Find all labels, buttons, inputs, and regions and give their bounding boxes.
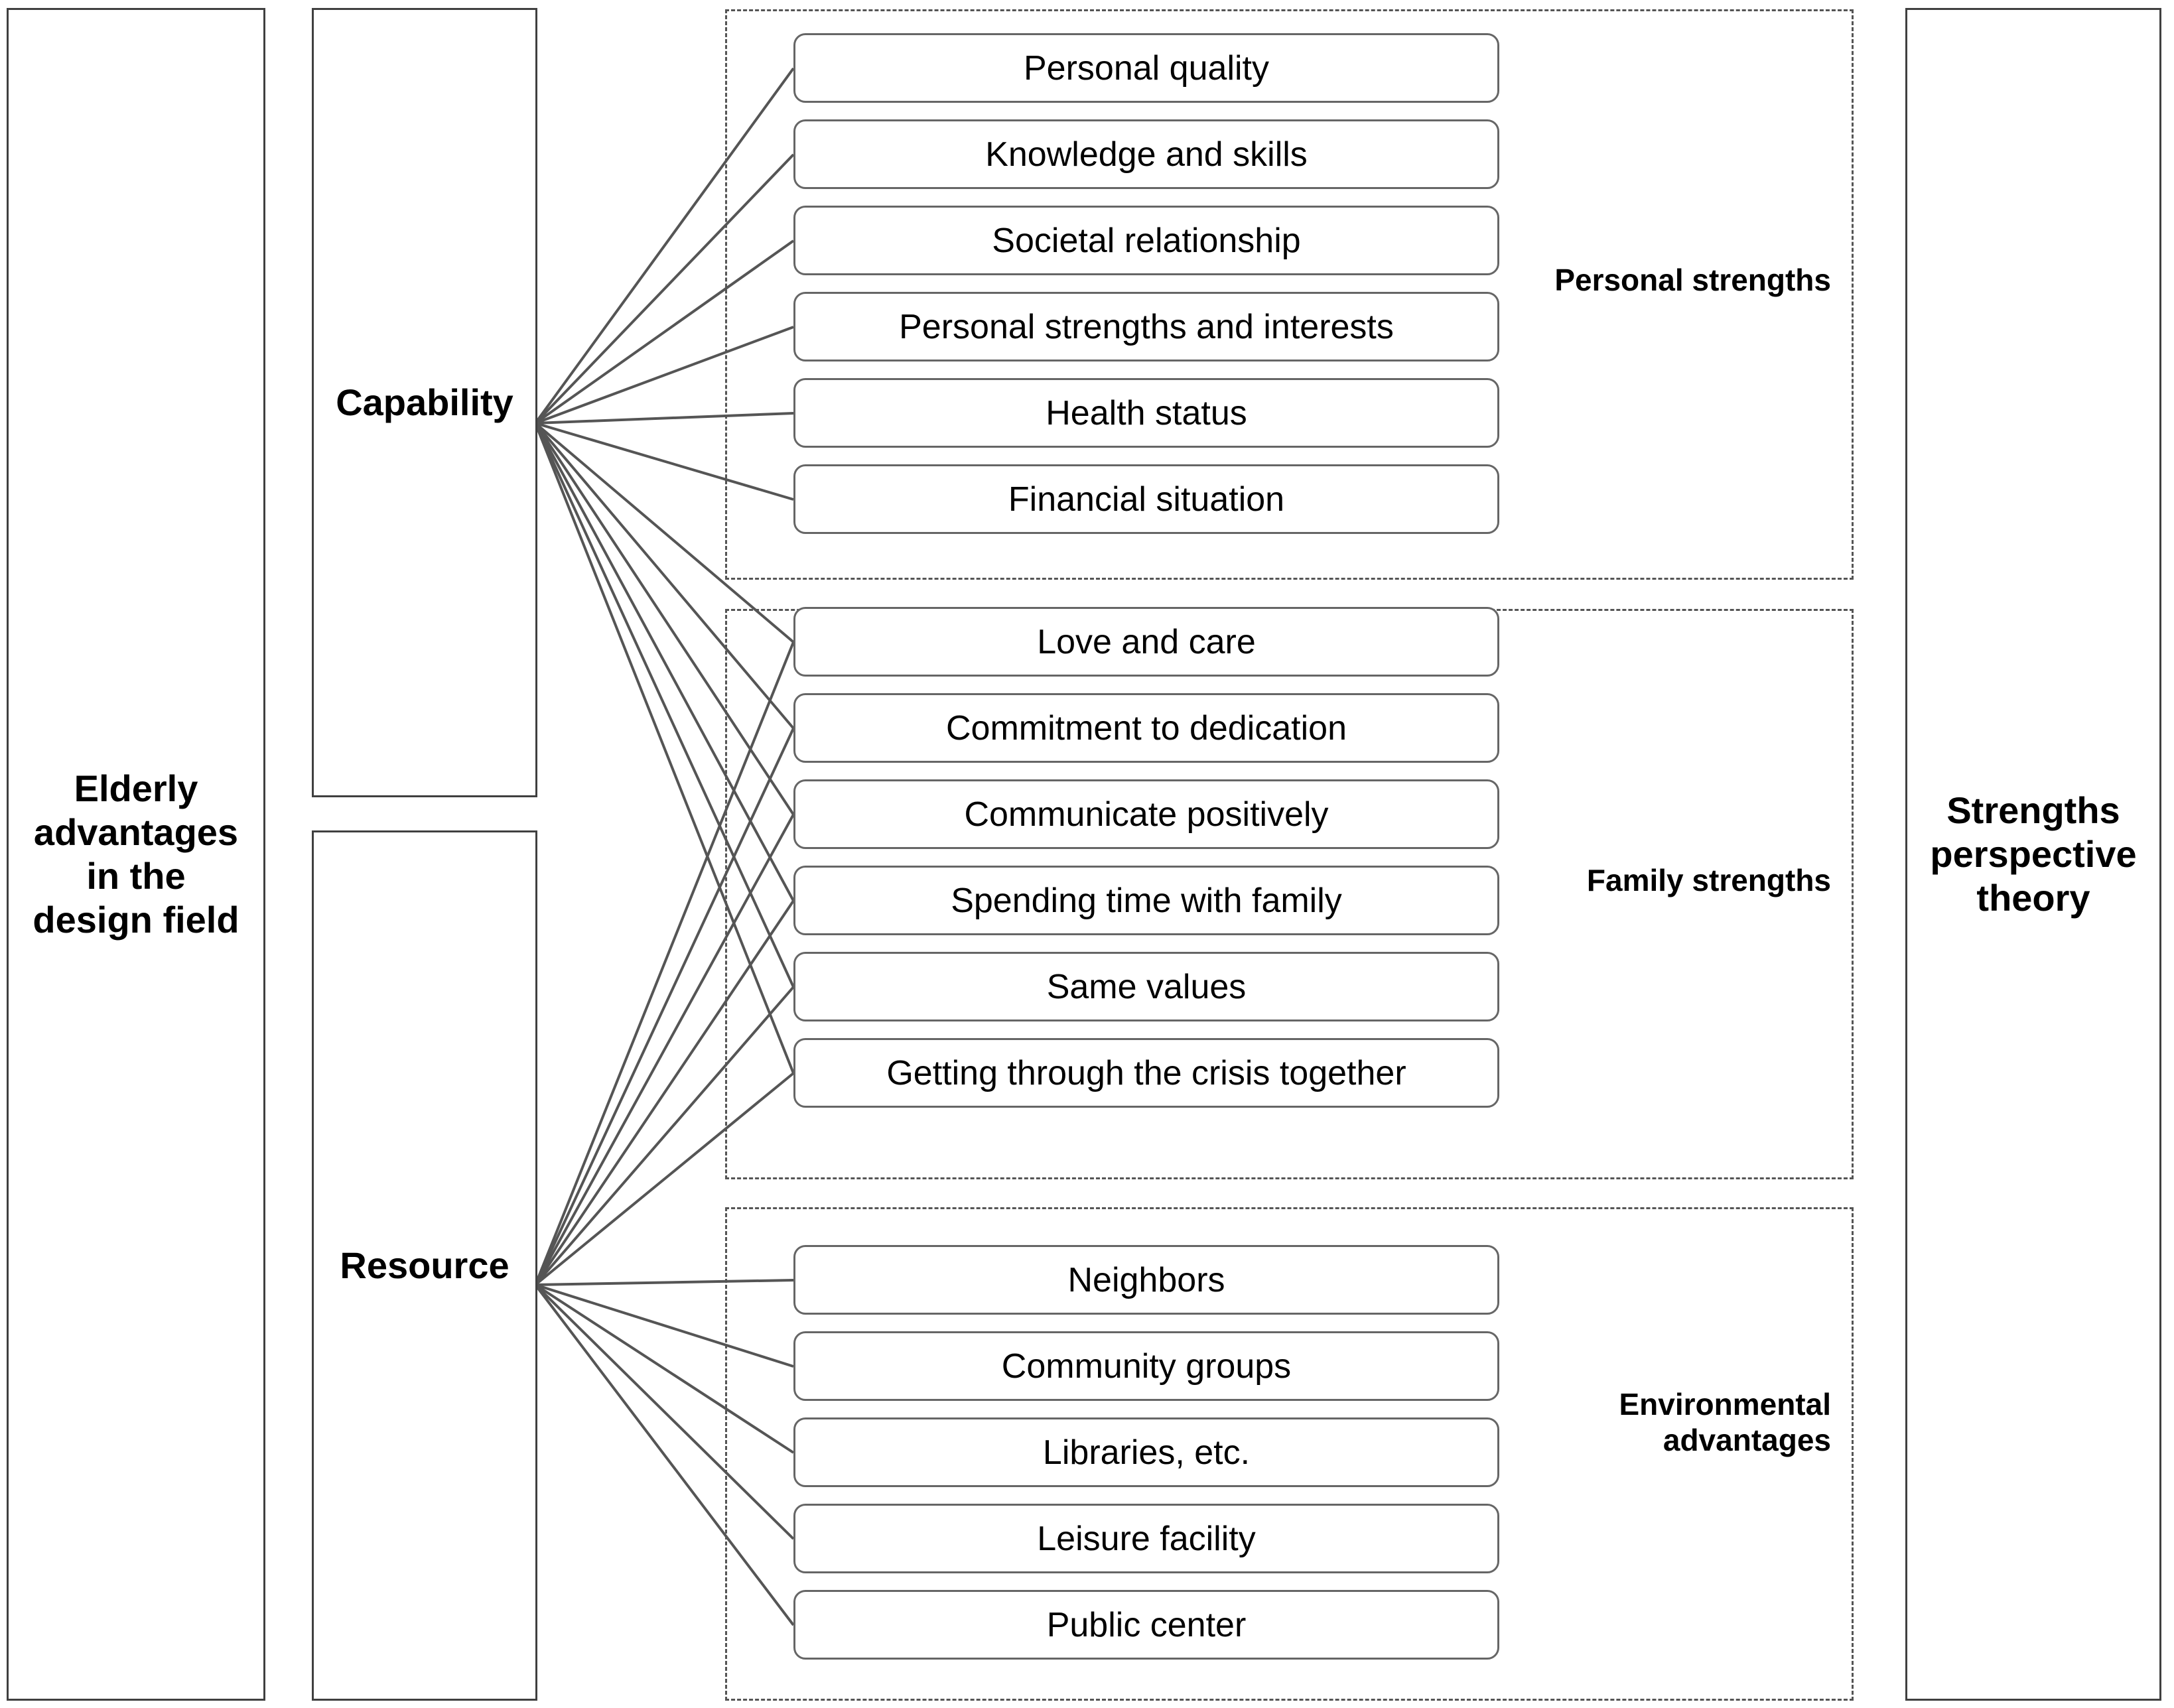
item-label: Neighbors: [1067, 1260, 1225, 1299]
group-label-environmental-advantages-line-1: Environmental: [1619, 1387, 1831, 1421]
item-label: Societal relationship: [992, 221, 1301, 260]
item-financial-situation[interactable]: Financial situation: [793, 464, 1499, 534]
root-node[interactable]: Elderly advantages in the design field: [7, 8, 265, 1701]
item-community-groups[interactable]: Community groups: [793, 1331, 1499, 1401]
dimension-label-capability: Capability: [336, 381, 513, 423]
item-label: Community groups: [1001, 1347, 1292, 1386]
theory-line-3: theory: [1976, 877, 2090, 919]
item-same-values[interactable]: Same values: [793, 952, 1499, 1021]
item-love-and-care[interactable]: Love and care: [793, 607, 1499, 677]
item-label: Financial situation: [1008, 480, 1285, 519]
group-label-family-strengths: Family strengths: [1340, 862, 1831, 898]
item-personal-strengths-and-interests[interactable]: Personal strengths and interests: [793, 292, 1499, 361]
item-label: Same values: [1046, 967, 1247, 1006]
item-label: Personal quality: [1024, 48, 1269, 88]
item-leisure-facility[interactable]: Leisure facility: [793, 1504, 1499, 1573]
item-label: Getting through the crisis together: [886, 1053, 1406, 1092]
item-societal-relationship[interactable]: Societal relationship: [793, 206, 1499, 275]
item-health-status[interactable]: Health status: [793, 378, 1499, 448]
group-label-personal-strengths-line-1: Personal strengths: [1554, 263, 1831, 297]
dimension-label-resource: Resource: [340, 1244, 510, 1286]
group-label-family-strengths-line-1: Family strengths: [1586, 863, 1831, 897]
dimension-node-resource[interactable]: Resource: [312, 830, 537, 1701]
dimension-node-capability[interactable]: Capability: [312, 8, 537, 797]
group-label-environmental-advantages-line-2: advantages: [1663, 1423, 1831, 1458]
theory-node-label: Strengths perspective theory: [1930, 789, 2136, 920]
root-node-label: Elderly advantages in the design field: [33, 767, 239, 942]
item-knowledge-and-skills[interactable]: Knowledge and skills: [793, 119, 1499, 189]
item-label: Knowledge and skills: [985, 135, 1308, 174]
item-label: Libraries, etc.: [1042, 1433, 1251, 1472]
item-label: Love and care: [1037, 622, 1256, 661]
item-label: Commitment to dedication: [945, 708, 1347, 748]
theory-node[interactable]: Strengths perspective theory: [1905, 8, 2161, 1701]
item-neighbors[interactable]: Neighbors: [793, 1245, 1499, 1315]
item-label: Communicate positively: [964, 795, 1329, 834]
item-libraries-etc[interactable]: Libraries, etc.: [793, 1417, 1499, 1487]
theory-line-2: perspective: [1930, 832, 2137, 875]
group-personal-strengths: [725, 9, 1854, 580]
root-line-2: advantages: [33, 811, 239, 853]
root-line-4: design field: [33, 899, 239, 941]
item-label: Public center: [1046, 1605, 1247, 1644]
item-public-center[interactable]: Public center: [793, 1590, 1499, 1660]
item-label: Health status: [1046, 393, 1247, 432]
item-label: Personal strengths and interests: [899, 307, 1394, 346]
item-commitment-to-dedication[interactable]: Commitment to dedication: [793, 693, 1499, 763]
item-communicate-positively[interactable]: Communicate positively: [793, 779, 1499, 849]
item-label: Spending time with family: [951, 881, 1342, 920]
item-personal-quality[interactable]: Personal quality: [793, 33, 1499, 103]
theory-line-1: Strengths: [1946, 789, 2120, 831]
root-line-1: Elderly: [74, 767, 198, 809]
item-label: Leisure facility: [1037, 1519, 1256, 1558]
item-spending-time-with-family[interactable]: Spending time with family: [793, 866, 1499, 935]
root-line-3: in the: [86, 855, 186, 897]
group-label-environmental-advantages: Environmental advantages: [1340, 1386, 1831, 1459]
item-getting-through-the-crisis-together[interactable]: Getting through the crisis together: [793, 1038, 1499, 1108]
group-environmental-advantages: [725, 1207, 1854, 1701]
group-label-personal-strengths: Personal strengths: [1340, 262, 1831, 298]
